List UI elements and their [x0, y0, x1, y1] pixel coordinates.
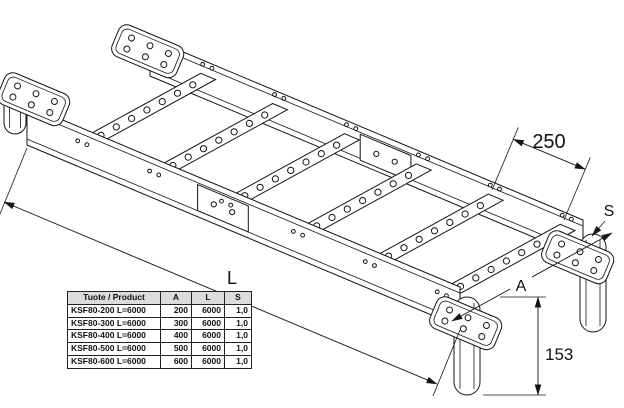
- a-cell: 600: [160, 354, 192, 369]
- table-row: KSF80-400 L=6000 400 6000 1,0: [67, 329, 252, 344]
- table-row: KSF80-300 L=6000 300 6000 1,0: [67, 316, 252, 331]
- l-cell: 6000: [191, 329, 225, 344]
- table-header-row: Tuote / Product A L S: [67, 291, 252, 305]
- dimension-thickness: S: [591, 203, 615, 237]
- table-row: KSF80-500 L=6000 500 6000 1,0: [67, 342, 252, 356]
- table-row: KSF80-200 L=6000 200 6000 1,0: [67, 303, 252, 318]
- s-cell: 1,0: [224, 316, 252, 331]
- a-cell: 200: [160, 303, 192, 318]
- product-cell: KSF80-300 L=6000: [67, 316, 161, 331]
- l-cell: 6000: [191, 354, 225, 369]
- product-cell: KSF80-500 L=6000: [67, 342, 161, 356]
- product-spec-table: Tuote / Product A L S KSF80-200 L=6000 2…: [67, 291, 252, 369]
- header-l: L: [191, 291, 225, 305]
- header-s: S: [224, 291, 252, 305]
- far-rail-rivets: [200, 61, 574, 222]
- product-cell: KSF80-400 L=6000: [67, 329, 161, 344]
- s-cell: 1,0: [224, 354, 252, 369]
- product-cell: KSF80-600 L=6000: [67, 354, 161, 369]
- l-cell: 6000: [191, 316, 225, 331]
- s-cell: 1,0: [224, 303, 252, 318]
- header-a: A: [160, 291, 192, 305]
- dim-label-s: S: [604, 203, 615, 220]
- dimension-width: A: [451, 232, 613, 322]
- dim-label-250: 250: [532, 131, 565, 153]
- product-cell: KSF80-200 L=6000: [67, 303, 161, 318]
- a-cell: 500: [160, 342, 192, 356]
- dim-label-153: 153: [545, 345, 573, 364]
- l-cell: 6000: [191, 342, 225, 356]
- header-product: Tuote / Product: [67, 291, 161, 305]
- dimension-rung-spacing: 250: [491, 127, 591, 221]
- dim-label-a: A: [516, 278, 527, 295]
- s-cell: 1,0: [224, 329, 252, 344]
- table-row: KSF80-600 L=6000 600 6000 1,0: [67, 354, 252, 369]
- dim-label-l: L: [227, 268, 237, 288]
- l-cell: 6000: [191, 303, 225, 318]
- a-cell: 300: [160, 316, 192, 331]
- coupler-far-left: [108, 21, 188, 81]
- s-cell: 1,0: [224, 342, 252, 356]
- dimension-end-height: 153: [483, 296, 573, 396]
- a-cell: 400: [160, 329, 192, 344]
